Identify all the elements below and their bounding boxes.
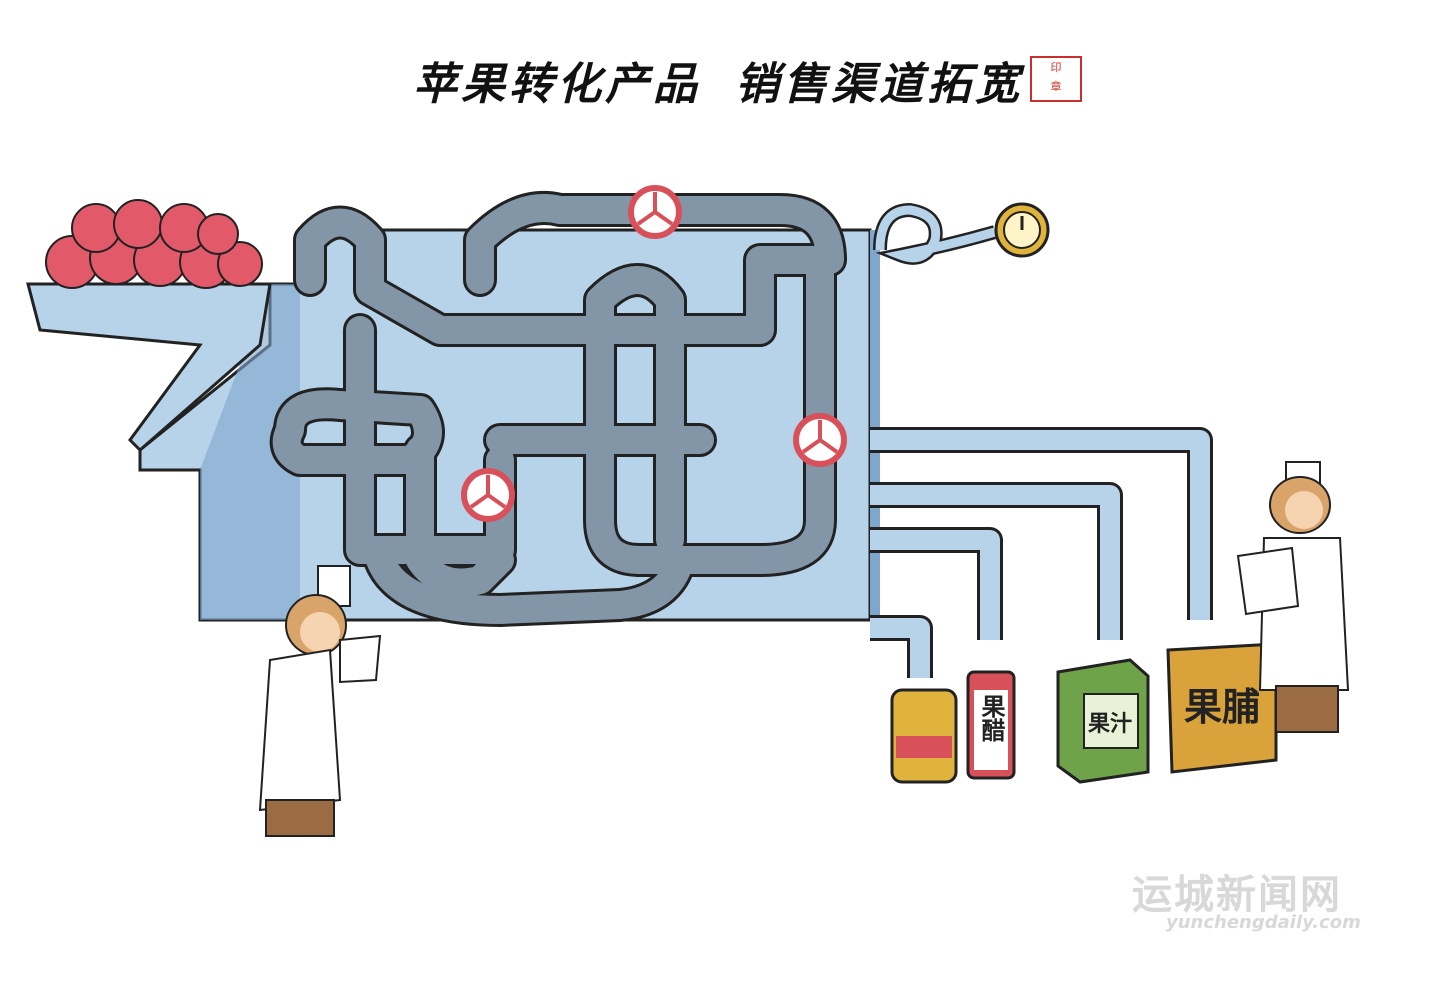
apple-icon [113,199,163,249]
valve-wheel-icon [628,185,682,239]
title-part-1: 苹果转化产品 [413,59,701,110]
pipe-network [269,191,847,627]
product-label-vinegar: 果醋 [977,694,1005,742]
apple-pile [45,199,263,289]
apple-icon [71,203,121,253]
apple-icon [217,241,263,287]
watermark-url: yunchengdaily.com [1166,912,1361,933]
clipboard-icon [1236,546,1300,616]
product-juice-box [1056,658,1150,784]
output-pipes [870,427,1213,678]
product-jar [890,688,958,784]
product-dried-fruit-sack [1166,642,1278,774]
product-label-juice: 果汁 [1088,712,1133,737]
artist-seal-icon: 印章 [1030,56,1082,102]
watermark-name: 运城新闻网 [1132,872,1342,918]
chef-icon [258,565,382,837]
title-part-2: 销售渠道拓宽 [735,59,1023,110]
page-title: 苹果转化产品销售渠道拓宽 [0,48,1436,112]
product-vinegar-can [966,670,1016,780]
apple-icon [197,213,239,255]
pressure-gauge-icon [873,202,1050,265]
valve-wheel-icon [461,468,515,522]
product-label-dried: 果脯 [1184,685,1261,729]
valve-wheel-icon [793,413,847,467]
chef-icon [1236,461,1350,733]
clipboard-icon [339,634,382,684]
